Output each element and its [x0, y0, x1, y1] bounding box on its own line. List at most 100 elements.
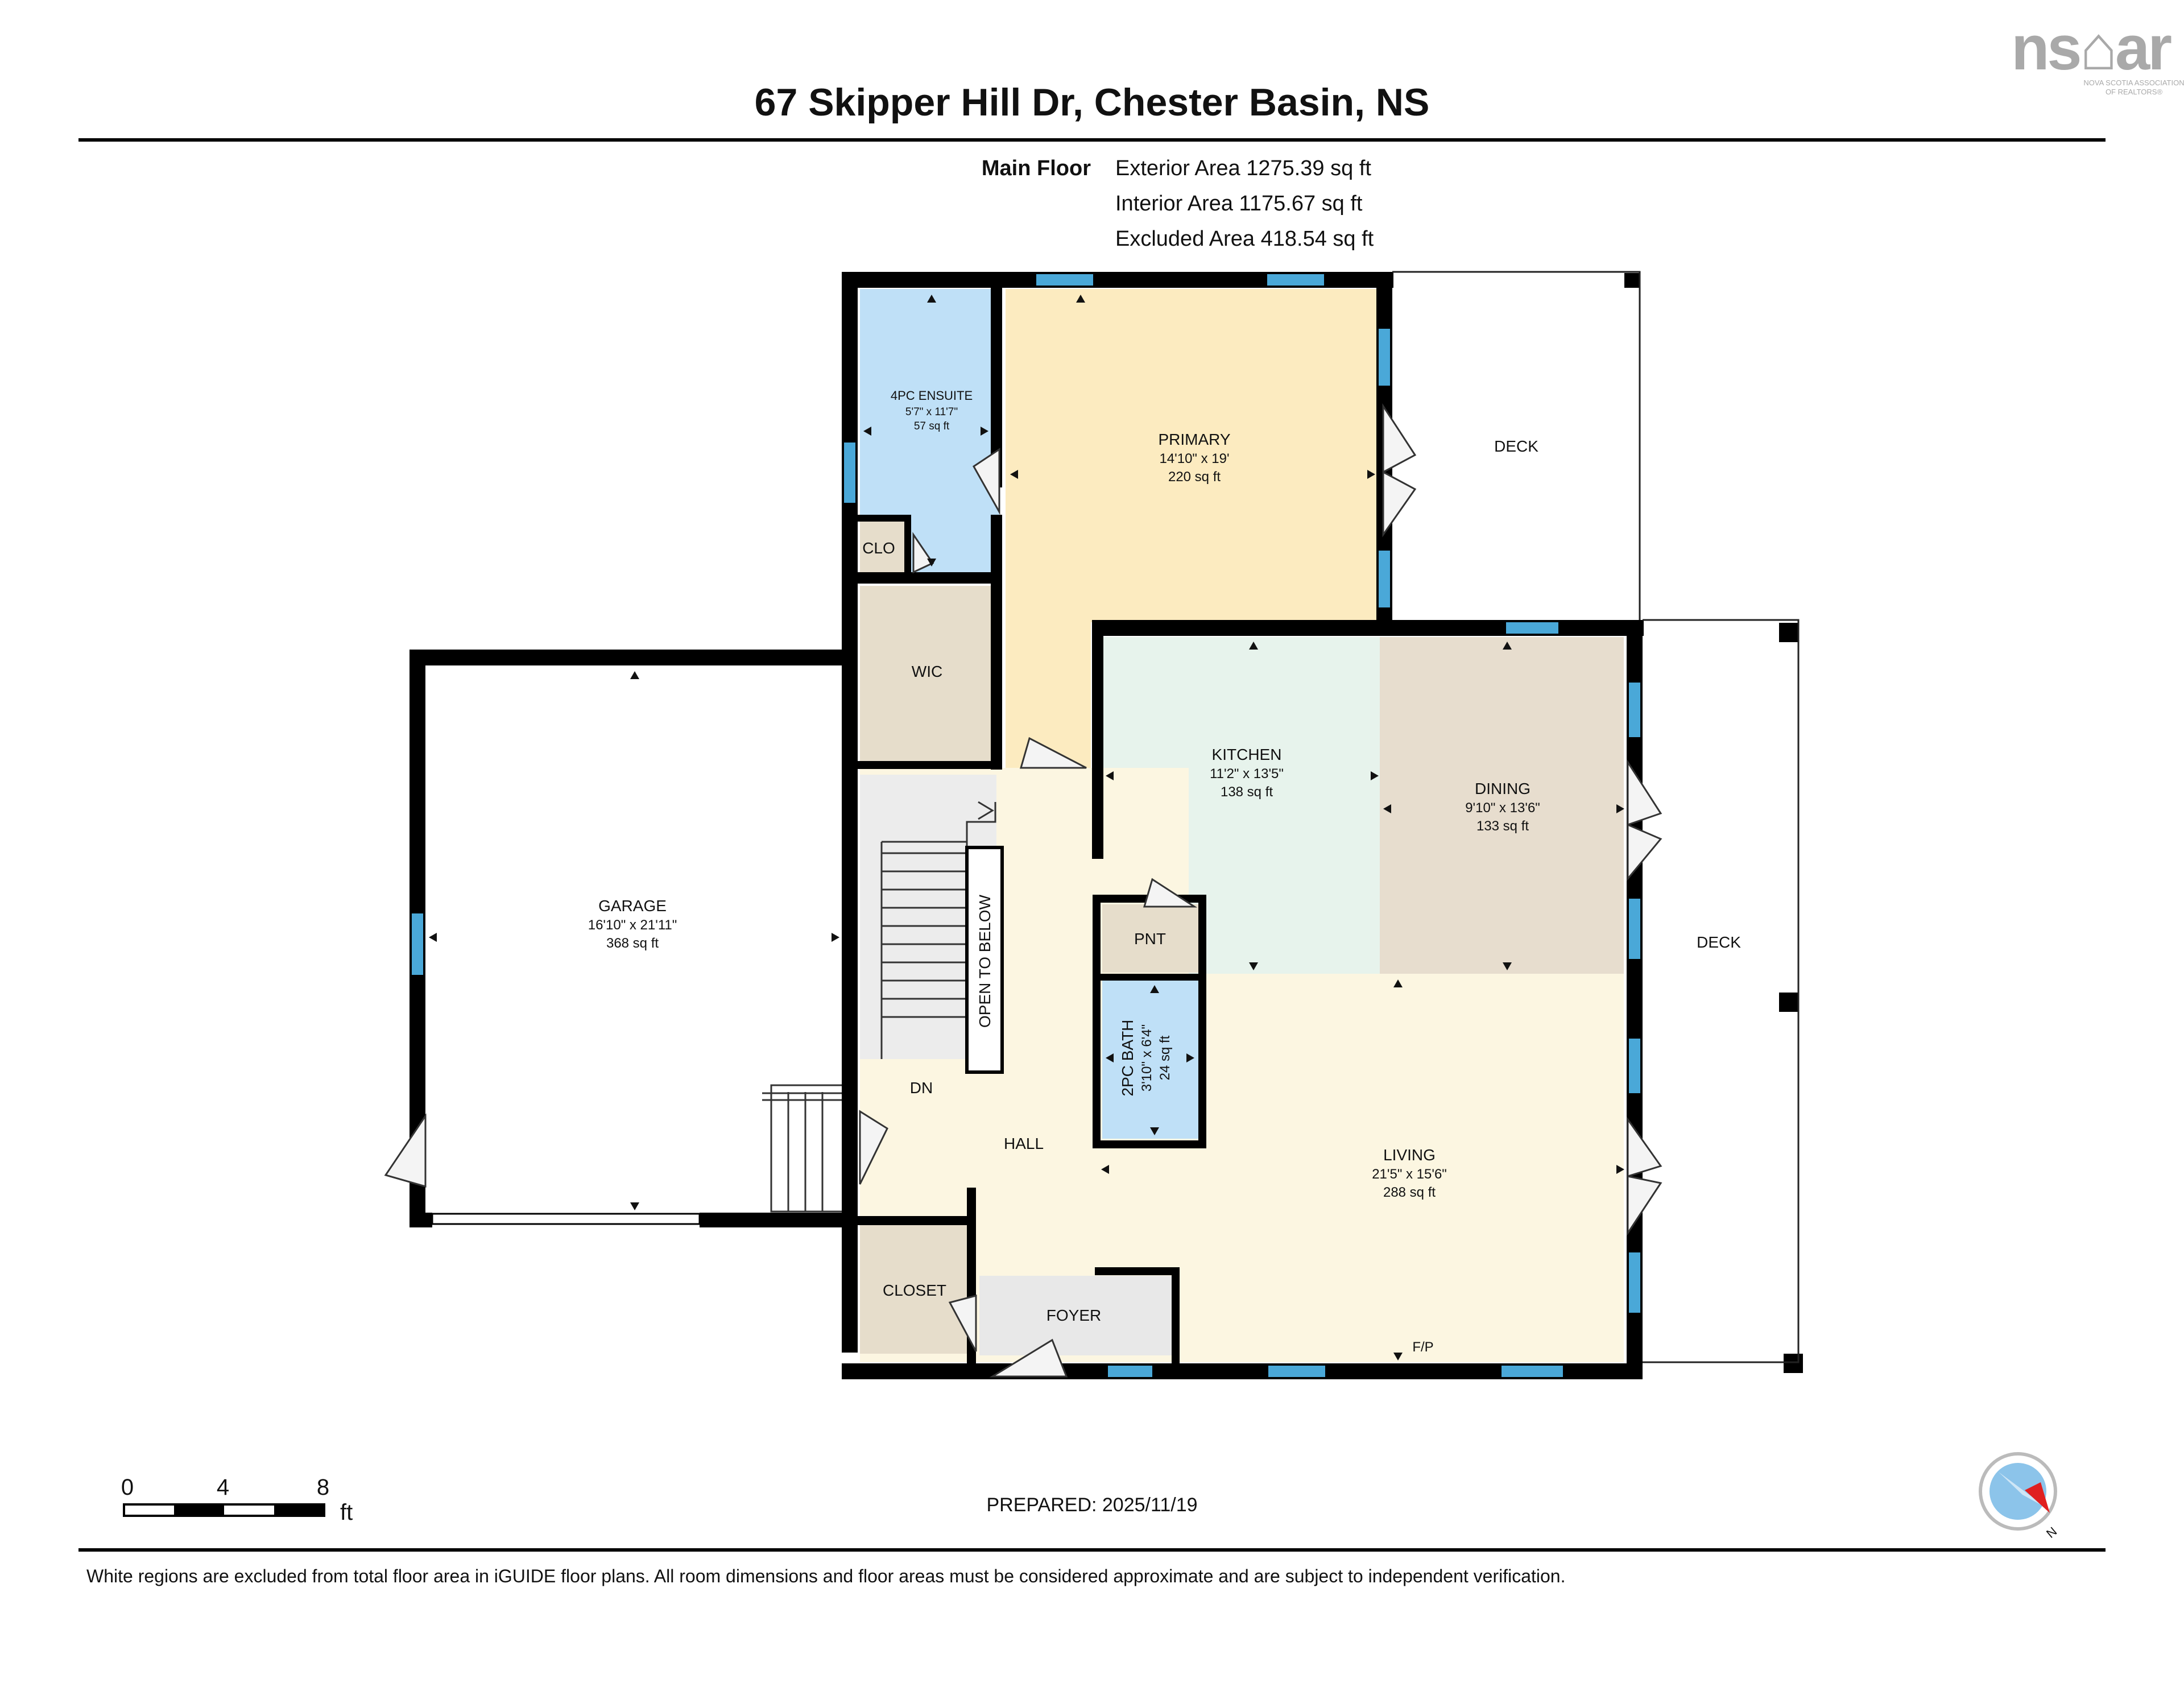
window [1036, 274, 1093, 286]
closet-name: CLOSET [883, 1281, 946, 1299]
foyer-fill [979, 1276, 1173, 1355]
windows [412, 274, 1640, 1377]
window [844, 443, 855, 503]
scale-tick-8: 8 [317, 1475, 329, 1500]
logo-tagline-1: NOVA SCOTIA ASSOCIATION [2083, 78, 2184, 87]
window [1108, 1366, 1152, 1377]
clo-name: CLO [862, 539, 895, 557]
bath2-dim: 3'10" x 6'4" [1139, 1024, 1155, 1091]
window [1629, 1039, 1640, 1093]
clo-fill [860, 520, 905, 576]
wall-garage-se [700, 1213, 853, 1227]
prepared-date: PREPARED: 2025/11/19 [986, 1494, 1197, 1516]
window [1502, 1366, 1563, 1377]
wall-foyer-north [1095, 1267, 1179, 1275]
living-fill [1189, 974, 1624, 1362]
disclaimer: White regions are excluded from total fl… [86, 1566, 1565, 1586]
wall-closet-north [853, 1216, 975, 1225]
deck-top-name: DECK [1494, 437, 1538, 455]
door-swings [384, 403, 1662, 1378]
primary-fill [1006, 289, 1383, 622]
ensuite-name: 4PC ENSUITE [891, 388, 973, 403]
dining-fill [1380, 637, 1624, 974]
bath2-name: 2PC BATH [1119, 1020, 1136, 1097]
dining-area: 133 sq ft [1476, 818, 1529, 834]
footer-rule [78, 1548, 2106, 1552]
scale-unit: ft [340, 1500, 353, 1525]
bath2-area: 24 sq ft [1157, 1035, 1173, 1080]
living-area: 288 sq ft [1383, 1185, 1436, 1200]
wall-wic-south [853, 761, 1002, 769]
window [1629, 683, 1640, 737]
primary-dim: 14'10" x 19' [1159, 451, 1229, 466]
window [1506, 622, 1558, 634]
wic-name: WIC [912, 663, 942, 680]
garage-name: GARAGE [598, 897, 667, 915]
wall-wic-east [991, 515, 1002, 770]
window [412, 913, 423, 975]
deck-post-1 [1624, 273, 1639, 288]
primary-name: PRIMARY [1158, 431, 1230, 448]
floor-label: Main Floor [982, 156, 1091, 180]
wall-pnt-bath-divider [1097, 974, 1202, 981]
wall-north-kitchen [1092, 620, 1644, 636]
room-labels: 4PC ENSUITE 5'7" x 11'7" 57 sq ft PRIMAR… [588, 388, 1741, 1355]
ensuite-area: 57 sq ft [914, 420, 950, 432]
wall-garage-sw [410, 1213, 432, 1227]
scale-bar: 0 4 8 ft [121, 1475, 353, 1525]
exterior-steps [762, 1084, 844, 1213]
primary-fill-lower [1006, 622, 1091, 768]
pnt-name: PNT [1134, 930, 1166, 948]
dining-dim: 9'10" x 13'6" [1465, 800, 1540, 816]
logo-tagline-2: OF REALTORS® [2106, 88, 2163, 96]
open-to-below-label: OPEN TO BELOW [976, 894, 994, 1027]
deck-post-3 [1779, 993, 1798, 1012]
dn-label: DN [910, 1079, 933, 1097]
ensuite-dim: 5'7" x 11'7" [905, 406, 958, 418]
wall-ensuite-east [991, 283, 1002, 487]
compass-north-label: N [2044, 1524, 2059, 1541]
wall-kitchen-west [1092, 620, 1103, 859]
open-to-below-rail [965, 846, 1004, 1074]
window [1267, 274, 1324, 286]
room-fills [860, 289, 1624, 1362]
kitchen-area: 138 sq ft [1221, 784, 1273, 800]
interior-area: Interior Area 1175.67 sq ft [1115, 192, 1363, 216]
dining-name: DINING [1475, 780, 1531, 797]
title-rule [78, 138, 2106, 142]
fp-label: F/P [1412, 1339, 1433, 1355]
pnt-fill [1102, 904, 1199, 973]
wic-fill [860, 586, 999, 761]
wall-ensuite-south [853, 572, 1002, 584]
scale-tick-0: 0 [121, 1475, 134, 1500]
window [1379, 329, 1390, 386]
excluded-area: Excluded Area 418.54 sq ft [1115, 227, 1374, 251]
window [1379, 551, 1390, 607]
bath2-fill [1102, 979, 1199, 1139]
closet-fill [860, 1222, 973, 1354]
deck-post-4 [1784, 1354, 1803, 1373]
kitchen-name: KITCHEN [1212, 746, 1282, 763]
window [1629, 899, 1640, 959]
deck-post-2 [1779, 623, 1798, 642]
garage-door [431, 1213, 701, 1225]
window [1268, 1366, 1325, 1377]
dimension-arrows [429, 295, 1624, 1361]
wall-foyer-east [1172, 1267, 1180, 1364]
foyer-name: FOYER [1046, 1306, 1101, 1324]
primary-area: 220 sq ft [1168, 469, 1221, 485]
wall-garage-north [410, 650, 847, 665]
deck-outlines [1392, 271, 1800, 1363]
nsar-logo: ns⌂ar NOVA SCOTIA ASSOCIATION OF REALTOR… [2011, 13, 2184, 96]
garage-area: 368 sq ft [606, 936, 659, 951]
scale-tick-4: 4 [217, 1475, 229, 1500]
logo-text: ns⌂ar [2011, 13, 2171, 83]
page-title: 67 Skipper Hill Dr, Chester Basin, NS [755, 81, 1430, 124]
wall-clo-east [904, 515, 911, 577]
garage-dim: 16'10" x 21'11" [588, 917, 677, 933]
deck-right-name: DECK [1697, 933, 1741, 951]
living-name: LIVING [1383, 1146, 1436, 1164]
hall-name: HALL [1004, 1135, 1044, 1152]
compass-icon: N [1979, 1452, 2059, 1541]
